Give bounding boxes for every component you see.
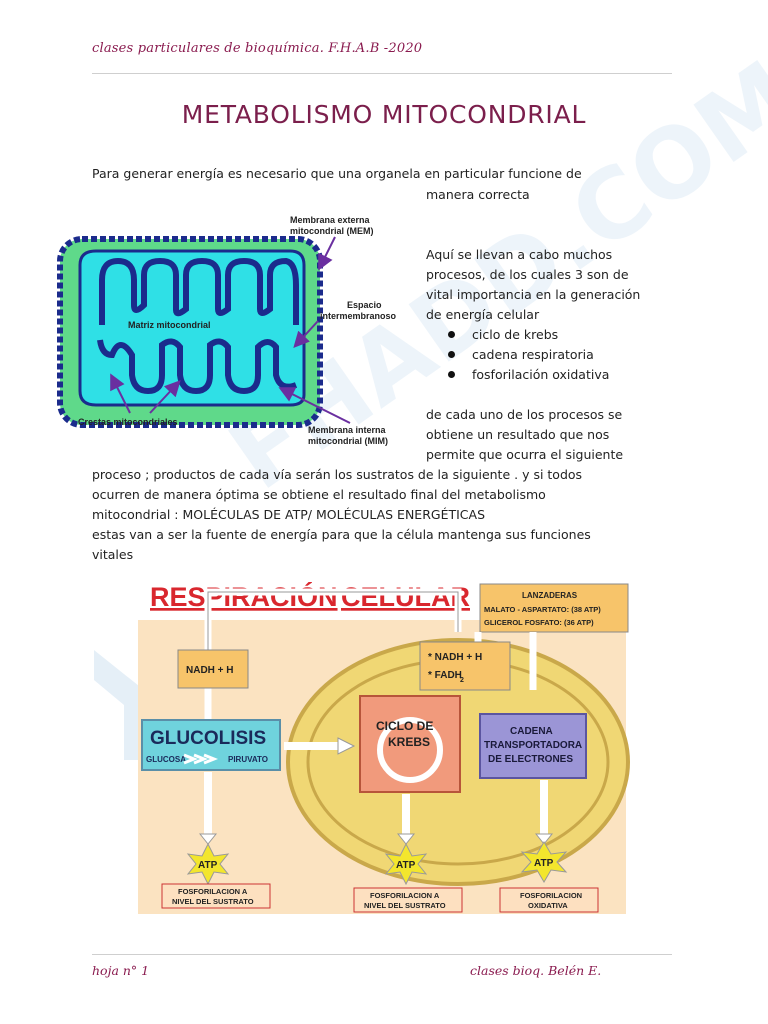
right-line-4: de energía celular: [426, 307, 540, 322]
fos-box-2: [353, 887, 463, 913]
fos-2-line-1: FOSFORILACION A: [370, 891, 440, 900]
cadena-line-1: CADENA: [510, 726, 553, 737]
right-line-2: procesos, de los cuales 3 son de: [426, 267, 629, 282]
label-matriz: Matriz mitocondrial: [128, 320, 211, 330]
atp-star-2: [384, 842, 428, 886]
intro-line-1: Para generar energía es necesario que un…: [92, 166, 582, 181]
fos-box-1: [161, 883, 271, 909]
nadh-fadh-box: [419, 641, 511, 691]
body-line-3: mitocondrial : MOLÉCULAS DE ATP/ MOLÉCUL…: [92, 507, 486, 522]
cellular-respiration-diagram: RESPIRACIÓN CELULAR LANZADERAS MALATO - …: [138, 581, 630, 914]
label-mim-2: mitocondrial (MIM): [308, 436, 388, 446]
piruvato-label: PIRUVATO: [228, 755, 268, 764]
footer-rule: [92, 954, 672, 955]
page-title: METABOLISMO MITOCONDRIAL: [181, 100, 587, 129]
list-item: ciclo de krebs: [448, 325, 609, 345]
fos-1-line-2: NIVEL DEL SUSTRATO: [172, 897, 254, 906]
list-item: cadena respiratoria: [448, 345, 609, 365]
label-ei-2: intermembranoso: [320, 311, 397, 321]
chevron-arrows-icon: [183, 753, 219, 765]
header-rule: [92, 73, 672, 74]
atp-label-1: ATP: [198, 860, 218, 871]
krebs-line-1: CICLO DE: [376, 719, 433, 733]
mitochondria-diagram: Membrana externa mitocondrial (MEM) Espa…: [57, 215, 397, 446]
right-after-3: permite que ocurra el siguiente: [426, 447, 624, 462]
nadh-left-box: [177, 649, 249, 689]
body-line-1: proceso ; productos de cada vía serán lo…: [92, 467, 583, 482]
fadh-subscript: 2: [460, 677, 464, 684]
label-ei-1: Espacio: [347, 300, 382, 310]
cristae-bottom: [97, 338, 298, 395]
lanzaderas-line-1: MALATO - ASPARTATO: (38 ATP): [484, 605, 601, 614]
cadena-line-2: TRANSPORTADORA: [484, 740, 582, 751]
page-header: clases particulares de bioquímica. F.H.A…: [92, 41, 423, 56]
right-after-2: obtiene un resultado que nos: [426, 427, 610, 442]
cadena-line-3: DE ELECTRONES: [488, 754, 573, 765]
krebs-box: [359, 695, 461, 793]
intro-line-2: manera correcta: [426, 187, 530, 202]
body-line-2: ocurren de manera óptima se obtiene el r…: [92, 487, 546, 502]
lanzaderas-title: LANZADERAS: [522, 591, 578, 600]
resp-title-1: RESPIRACIÓN: [150, 581, 338, 612]
fadh-line: * FADH: [428, 670, 462, 681]
body-line-5: vitales: [92, 547, 134, 562]
atp-label-2: ATP: [396, 860, 416, 871]
right-line-3: vital importancia en la generación: [426, 287, 641, 302]
list-item: fosforilación oxidativa: [448, 365, 609, 385]
nadh-line: * NADH + H: [428, 652, 482, 663]
krebs-line-2: KREBS: [388, 735, 430, 749]
label-mem-1: Membrana externa: [290, 215, 371, 225]
glucolisis-label: GLUCOLISIS: [150, 728, 266, 749]
fos-box-3: [499, 887, 599, 913]
right-line-1: Aquí se llevan a cabo muchos: [426, 247, 613, 262]
body-line-4: estas van a ser la fuente de energía par…: [92, 527, 591, 542]
cadena-box: [479, 713, 587, 779]
label-mem-2: mitocondrial (MEM): [290, 226, 374, 236]
label-crestas: Crestas mitocondriales: [78, 417, 178, 427]
footer-right: clases bioq. Belén E.: [470, 963, 602, 978]
right-after-1: de cada uno de los procesos se: [426, 407, 623, 422]
resp-title-2: CELULAR: [341, 582, 470, 612]
glucosa-label: GLUCOSA: [146, 755, 186, 764]
cristae-top: [99, 257, 299, 325]
atp-star-3: [520, 841, 568, 883]
lanzaderas-box: [479, 583, 629, 633]
nadh-left-label: NADH + H: [186, 665, 234, 676]
lanzaderas-line-2: GLICEROL FOSFATO: (36 ATP): [484, 618, 594, 627]
fos-3-line-2: OXIDATIVA: [528, 901, 568, 910]
fos-2-line-2: NIVEL DEL SUSTRATO: [364, 901, 446, 910]
fos-3-line-1: FOSFORILACION: [520, 891, 582, 900]
process-list: ciclo de krebs cadena respiratoria fosfo…: [448, 325, 609, 385]
fos-1-line-1: FOSFORILACION A: [178, 887, 248, 896]
footer-left: hoja n° 1: [92, 963, 150, 978]
label-mim-1: Membrana interna: [308, 425, 387, 435]
atp-label-3: ATP: [534, 858, 554, 869]
krebs-cycle-icon: [377, 717, 443, 783]
